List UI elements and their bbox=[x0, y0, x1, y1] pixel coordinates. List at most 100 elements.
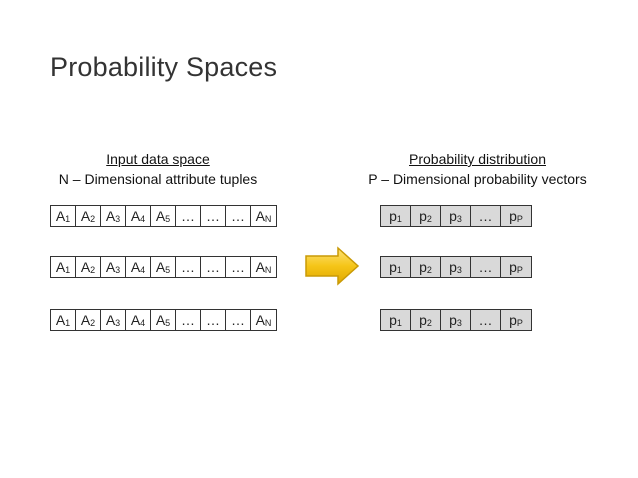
cell-subscript: 2 bbox=[426, 317, 432, 328]
probability-subtitle: P – Dimensional probability vectors bbox=[368, 171, 587, 187]
cell-symbol: A bbox=[155, 208, 166, 224]
probability-heading: Probability distribution P – Dimensional… bbox=[355, 149, 600, 189]
cell-symbol: p bbox=[509, 259, 517, 275]
cell-subscript: P bbox=[516, 264, 523, 275]
cell-symbol: … bbox=[231, 208, 245, 224]
probability-title: Probability distribution bbox=[409, 151, 546, 167]
cell-subscript: 1 bbox=[65, 213, 71, 224]
cell-symbol: p bbox=[389, 208, 397, 224]
input-space-subtitle: N – Dimensional attribute tuples bbox=[58, 171, 258, 187]
cell-subscript: 1 bbox=[65, 317, 71, 328]
cell-subscript: 2 bbox=[426, 264, 432, 275]
cell-subscript: N bbox=[264, 264, 272, 275]
cell-subscript: 3 bbox=[115, 264, 121, 275]
cell-symbol: p bbox=[389, 312, 397, 328]
cell-symbol: A bbox=[55, 208, 66, 224]
attribute-cell: … bbox=[201, 257, 226, 277]
cell-symbol: p bbox=[419, 312, 427, 328]
cell-subscript: 5 bbox=[165, 317, 171, 328]
cell-symbol: … bbox=[206, 208, 220, 224]
cell-symbol: A bbox=[130, 208, 141, 224]
cell-subscript: 5 bbox=[165, 213, 171, 224]
cell-symbol: … bbox=[206, 259, 220, 275]
cell-symbol: p bbox=[509, 208, 517, 224]
probability-cell: … bbox=[471, 310, 501, 330]
cell-symbol: A bbox=[105, 312, 116, 328]
cell-symbol: A bbox=[130, 312, 141, 328]
attribute-cell: … bbox=[176, 206, 201, 226]
right-arrow-icon bbox=[305, 246, 360, 286]
cell-symbol: … bbox=[478, 208, 493, 224]
cell-symbol: … bbox=[181, 208, 195, 224]
cell-subscript: 2 bbox=[90, 317, 96, 328]
cell-symbol: … bbox=[231, 259, 245, 275]
input-space-heading: Input data space N – Dimensional attribu… bbox=[48, 149, 268, 189]
cell-symbol: p bbox=[419, 208, 427, 224]
cell-symbol: p bbox=[449, 312, 457, 328]
cell-symbol: A bbox=[155, 259, 166, 275]
cell-symbol: … bbox=[206, 312, 220, 328]
input-space-title: Input data space bbox=[106, 151, 210, 167]
cell-symbol: A bbox=[80, 208, 91, 224]
cell-subscript: P bbox=[516, 317, 523, 328]
cell-symbol: … bbox=[478, 312, 493, 328]
cell-symbol: … bbox=[181, 312, 195, 328]
cell-subscript: 3 bbox=[456, 317, 462, 328]
cell-symbol: A bbox=[155, 312, 166, 328]
cell-symbol: A bbox=[130, 259, 141, 275]
cell-subscript: 2 bbox=[426, 213, 432, 224]
cell-subscript: 2 bbox=[90, 213, 96, 224]
cell-subscript: 3 bbox=[115, 317, 121, 328]
cell-subscript: 3 bbox=[456, 264, 462, 275]
cell-symbol: p bbox=[389, 259, 397, 275]
slide-title: Probability Spaces bbox=[50, 52, 278, 82]
cell-subscript: 3 bbox=[456, 213, 462, 224]
cell-subscript: 4 bbox=[140, 317, 146, 328]
cell-symbol: A bbox=[105, 208, 116, 224]
attribute-cell: … bbox=[201, 310, 226, 330]
cell-subscript: P bbox=[516, 213, 523, 224]
cell-subscript: 4 bbox=[140, 264, 146, 275]
attribute-cell: … bbox=[201, 206, 226, 226]
cell-symbol: A bbox=[255, 312, 265, 328]
attribute-cell: … bbox=[226, 206, 251, 226]
cell-subscript: 3 bbox=[115, 213, 121, 224]
cell-subscript: 1 bbox=[396, 213, 402, 224]
probability-cell: … bbox=[471, 206, 501, 226]
cell-subscript: 2 bbox=[90, 264, 96, 275]
cell-symbol: A bbox=[105, 259, 116, 275]
probability-cell: … bbox=[471, 257, 501, 277]
cell-subscript: 1 bbox=[396, 317, 402, 328]
